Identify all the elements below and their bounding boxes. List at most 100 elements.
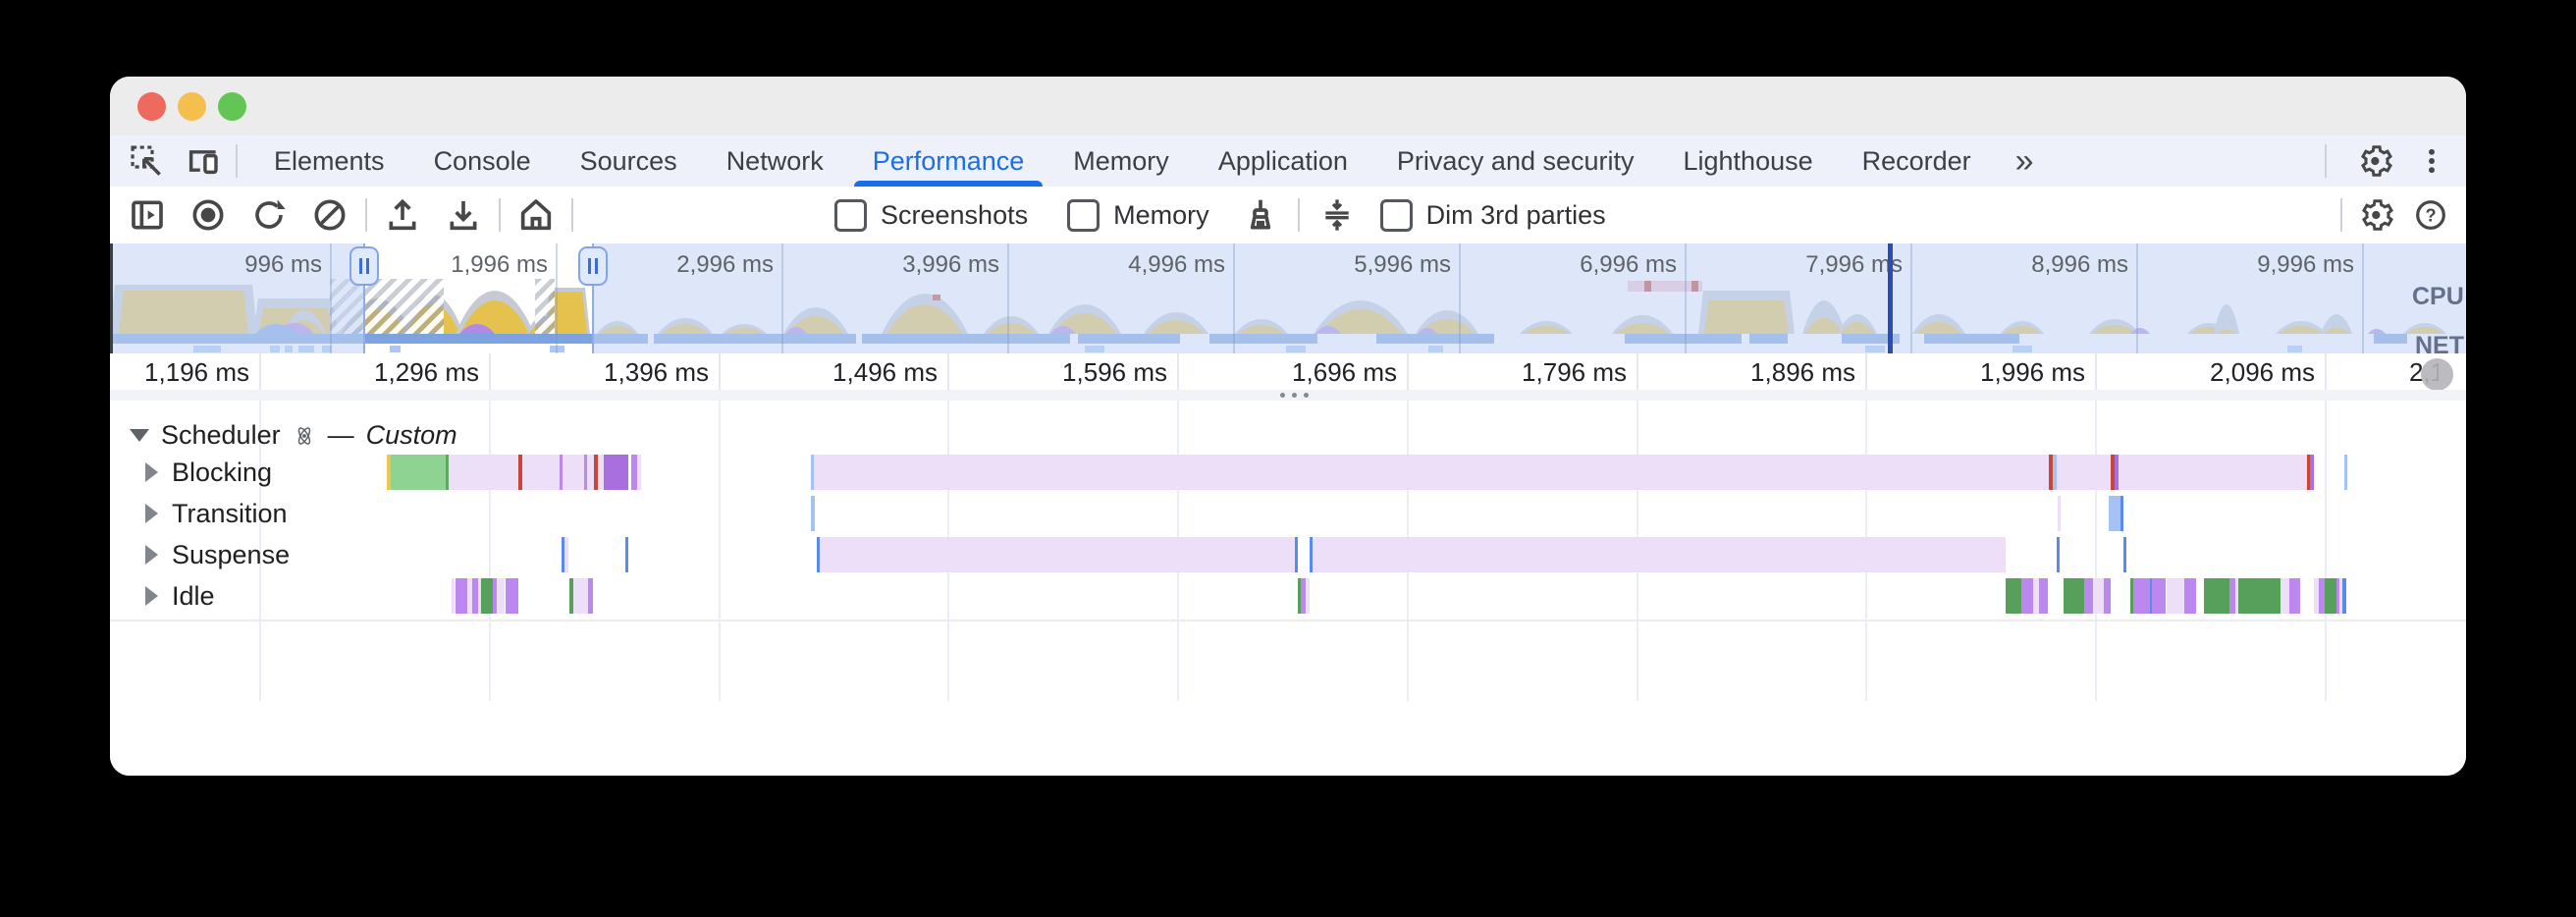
flame-bar[interactable] (2238, 578, 2281, 614)
flame-bar[interactable] (2093, 578, 2104, 614)
record-and-reload-icon[interactable] (247, 193, 291, 237)
tab-performance[interactable]: Performance (848, 135, 1049, 187)
flame-bar[interactable] (2021, 578, 2033, 614)
flame-row-transition[interactable]: Transition (145, 496, 288, 531)
dim-3rd-parties-checkbox-box[interactable] (1380, 199, 1413, 232)
flame-bar[interactable] (2006, 578, 2021, 614)
clear-icon[interactable] (308, 193, 351, 237)
flame-bar[interactable] (522, 455, 560, 490)
tab-application[interactable]: Application (1194, 135, 1372, 187)
capture-settings-gear-icon[interactable] (2354, 193, 2397, 237)
flame-bar[interactable] (563, 455, 584, 490)
device-toolbar-icon[interactable] (183, 140, 224, 182)
tab-network[interactable]: Network (702, 135, 848, 187)
collapse-track-icon[interactable] (130, 429, 149, 442)
tab-lighthouse[interactable]: Lighthouse (1659, 135, 1838, 187)
dim-3rd-parties-checkbox[interactable]: Dim 3rd parties (1380, 199, 1606, 232)
home-icon[interactable] (514, 193, 558, 237)
devtools-menu-dots-icon[interactable] (2411, 140, 2452, 182)
right-window-handle[interactable] (578, 246, 608, 286)
more-tabs-button[interactable]: » (1996, 142, 2054, 181)
flame-bar[interactable] (2123, 537, 2126, 572)
flame-bar[interactable] (1313, 537, 2006, 572)
minimize-window-button[interactable] (178, 92, 206, 121)
flame-bar[interactable] (820, 537, 1295, 572)
collect-garbage-icon[interactable] (1239, 193, 1282, 237)
flame-bar[interactable] (2109, 496, 2120, 531)
upload-profile-icon[interactable] (381, 193, 424, 237)
flame-bar[interactable] (2325, 578, 2336, 614)
flame-bar[interactable] (573, 578, 588, 614)
inspect-element-icon[interactable] (126, 140, 167, 182)
flame-bar[interactable] (604, 455, 628, 490)
window-titlebar[interactable] (110, 77, 2466, 137)
flame-bar[interactable] (637, 455, 641, 490)
flame-row-suspense[interactable]: Suspense (145, 537, 290, 572)
tab-recorder[interactable]: Recorder (1838, 135, 1996, 187)
panel-splitter-handle[interactable] (110, 390, 2466, 401)
flame-bar[interactable] (2057, 537, 2060, 572)
flame-bar[interactable] (391, 455, 446, 490)
expand-row-icon[interactable] (145, 545, 158, 565)
flame-row-idle[interactable]: Idle (145, 578, 215, 614)
timeline-overview[interactable]: 996 ms1,996 ms2,996 ms3,996 ms4,996 ms5,… (110, 243, 2466, 353)
record-icon[interactable] (187, 193, 230, 237)
flame-row-blocking[interactable]: Blocking (145, 455, 272, 490)
flame-bar[interactable] (2039, 578, 2048, 614)
flame-bar[interactable] (449, 455, 518, 490)
tab-sources[interactable]: Sources (556, 135, 702, 187)
devtools-settings-gear-icon[interactable] (2354, 140, 2395, 182)
flame-bar[interactable] (2184, 578, 2196, 614)
screenshots-checkbox[interactable]: Screenshots (834, 199, 1028, 232)
memory-checkbox-box[interactable] (1067, 199, 1100, 232)
left-window-handle[interactable] (349, 246, 379, 286)
track-header-scheduler[interactable]: Scheduler — Custom (130, 420, 457, 451)
flame-chart[interactable]: Scheduler — Custom BlockingTransitionSus… (110, 401, 2466, 703)
flame-bar[interactable] (625, 537, 628, 572)
flame-bar[interactable] (1306, 578, 1310, 614)
flame-bar[interactable] (814, 455, 2049, 490)
flame-bar[interactable] (2167, 578, 2184, 614)
flame-bar[interactable] (2289, 578, 2300, 614)
flame-bar[interactable] (811, 496, 815, 531)
horizontal-scrollbar-thumb[interactable] (2421, 358, 2453, 391)
flame-bar[interactable] (564, 537, 568, 572)
flame-bar[interactable] (1295, 537, 1298, 572)
help-icon[interactable]: ? (2409, 193, 2452, 237)
tab-elements[interactable]: Elements (249, 135, 409, 187)
flame-bar[interactable] (2133, 578, 2150, 614)
flame-bar[interactable] (2119, 455, 2307, 490)
flame-bar[interactable] (2204, 578, 2229, 614)
flame-bar[interactable] (2310, 455, 2314, 490)
compress-tracks-icon[interactable] (1315, 193, 1359, 237)
memory-checkbox[interactable]: Memory (1067, 199, 1209, 232)
flame-bar[interactable] (2064, 578, 2084, 614)
flame-bar[interactable] (2120, 496, 2123, 531)
expand-row-icon[interactable] (145, 504, 158, 523)
flame-bar[interactable] (481, 578, 493, 614)
zoom-window-button[interactable] (218, 92, 246, 121)
flame-bar[interactable] (587, 455, 594, 490)
flame-bar[interactable] (456, 578, 467, 614)
expand-row-icon[interactable] (145, 462, 158, 482)
flame-bar[interactable] (2342, 578, 2346, 614)
expand-row-icon[interactable] (145, 586, 158, 606)
flame-bar[interactable] (2344, 455, 2347, 490)
flame-bar[interactable] (2058, 496, 2061, 531)
flame-bar[interactable] (2152, 578, 2166, 614)
flame-bar[interactable] (588, 578, 593, 614)
tab-console[interactable]: Console (409, 135, 556, 187)
close-window-button[interactable] (137, 92, 166, 121)
flame-bar[interactable] (2084, 578, 2093, 614)
toggle-sidebar-icon[interactable] (126, 193, 169, 237)
flame-bar[interactable] (452, 578, 455, 614)
tab-privacy-and-security[interactable]: Privacy and security (1372, 135, 1659, 187)
flame-bar[interactable] (2104, 578, 2111, 614)
tab-memory[interactable]: Memory (1048, 135, 1194, 187)
flame-bar[interactable] (2281, 578, 2289, 614)
flame-bar[interactable] (497, 578, 505, 614)
screenshots-checkbox-box[interactable] (834, 199, 867, 232)
download-profile-icon[interactable] (442, 193, 485, 237)
flame-bar[interactable] (506, 578, 518, 614)
flame-bar[interactable] (2057, 455, 2111, 490)
